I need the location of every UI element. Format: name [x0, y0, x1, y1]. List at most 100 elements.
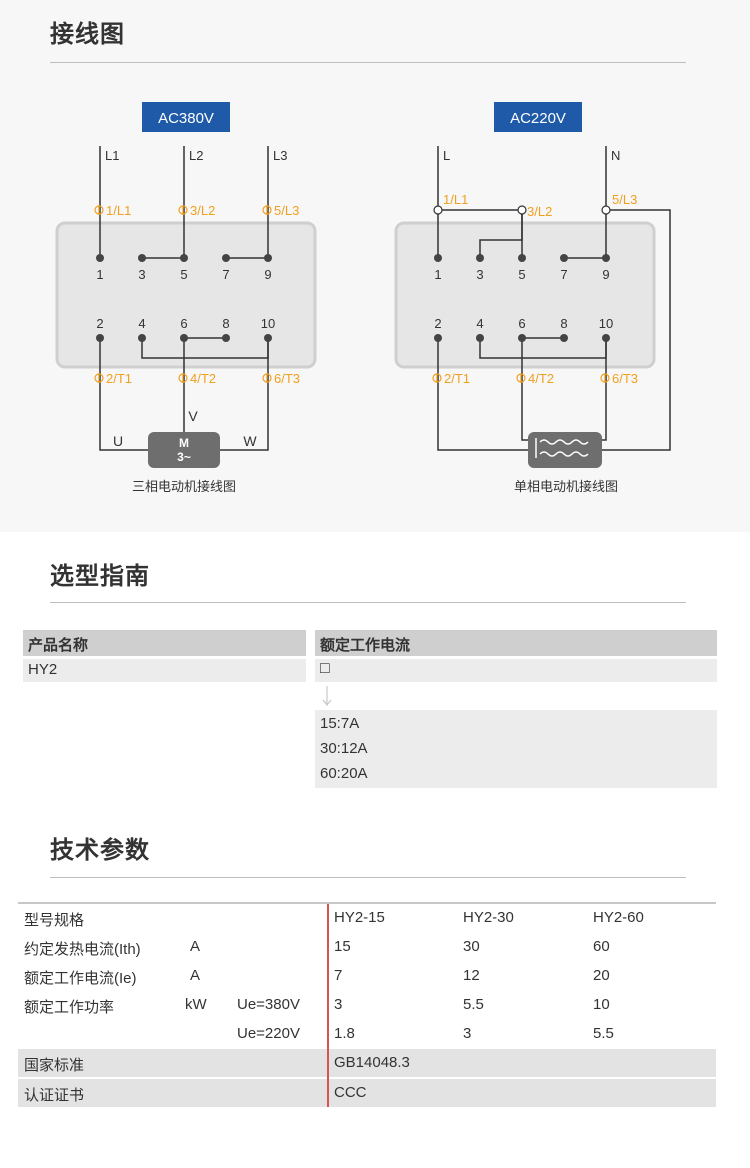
- voltage-badge: AC220V: [510, 110, 566, 127]
- table-row-bg: [23, 659, 306, 682]
- param-unit: A: [190, 938, 201, 955]
- param-value: 3: [463, 1025, 472, 1042]
- param-value: 60: [593, 938, 610, 955]
- motor-phase-label: 3~: [177, 450, 191, 464]
- terminal-number: 6: [518, 316, 525, 331]
- option-item: 30:12A: [320, 740, 368, 757]
- terminal-number: 1: [434, 267, 441, 282]
- terminal-number: 6: [180, 316, 187, 331]
- param-value: 15: [334, 938, 351, 955]
- param-value: GB14048.3: [334, 1054, 410, 1071]
- terminal-label: 2/T1: [106, 371, 132, 386]
- diagram-caption: 三相电动机接线图: [132, 479, 236, 494]
- table-row-bg: [315, 659, 717, 682]
- param-label: 国家标准: [24, 1057, 85, 1074]
- line-label-l1: L1: [105, 148, 119, 163]
- param-value: HY2-15: [334, 909, 385, 926]
- terminal-number: 2: [434, 316, 441, 331]
- wiring-section-title: 接线图: [50, 20, 125, 48]
- table-top-border: [18, 902, 716, 904]
- table-red-divider: [327, 904, 329, 1107]
- motor-block: [148, 432, 220, 468]
- terminal-label: 3/L2: [527, 204, 552, 219]
- param-label: 约定发热电流(Ith): [24, 941, 141, 958]
- terminal-number: 9: [264, 267, 271, 282]
- param-value: CCC: [334, 1084, 367, 1101]
- column-header-product: 产品名称: [28, 637, 89, 654]
- table-row-shade: [18, 1049, 716, 1077]
- section-divider: [50, 877, 686, 878]
- contactor-panel: [55, 221, 317, 369]
- param-label: 认证证书: [24, 1087, 85, 1104]
- terminal-number: 1: [96, 267, 103, 282]
- wiring-diagrams: AC380V L1 L2 L 3: [55, 102, 671, 494]
- options-box: [315, 710, 717, 788]
- line-label-l: L: [443, 148, 450, 163]
- single-phase-motor: [528, 432, 602, 468]
- terminal-number: 5: [180, 267, 187, 282]
- down-arrow-icon: [322, 686, 332, 706]
- table-row-shade: [18, 1079, 716, 1107]
- terminal-number: 9: [602, 267, 609, 282]
- param-condition: Ue=220V: [237, 1025, 300, 1042]
- param-value: 10: [593, 996, 610, 1013]
- voltage-badge: AC380V: [158, 110, 214, 127]
- terminal-label: 4/T2: [528, 371, 554, 386]
- line-label-n: N: [611, 148, 620, 163]
- terminal-number: 7: [222, 267, 229, 282]
- contactor-panel: [394, 221, 656, 369]
- param-value: 20: [593, 967, 610, 984]
- terminal-label: 5/L3: [274, 203, 299, 218]
- param-value: 5.5: [463, 996, 484, 1013]
- param-unit: kW: [185, 996, 207, 1013]
- terminal-number: 3: [138, 267, 145, 282]
- phase-label-u: U: [113, 433, 123, 449]
- param-label: 型号规格: [24, 912, 85, 929]
- terminal-label: 3/L2: [190, 203, 215, 218]
- param-value: 12: [463, 967, 480, 984]
- param-label: 额定工作功率: [24, 999, 115, 1016]
- terminal-number: 5: [518, 267, 525, 282]
- terminal-number: 10: [599, 316, 613, 331]
- section-divider: [50, 62, 686, 63]
- option-item: 60:20A: [320, 765, 368, 782]
- phase-label-w: W: [243, 433, 257, 449]
- single-phase-diagram: AC220V L N: [394, 102, 671, 494]
- terminal-number: 8: [560, 316, 567, 331]
- terminal-label: 6/T3: [612, 371, 638, 386]
- terminal-label: 4/T2: [190, 371, 216, 386]
- param-value: 3: [334, 996, 343, 1013]
- param-value: 5.5: [593, 1025, 614, 1042]
- voltage-badge-bg: [494, 102, 582, 132]
- terminal-number: 10: [261, 316, 275, 331]
- param-value: 7: [334, 967, 343, 984]
- motor-label: M: [179, 436, 189, 450]
- param-value: 30: [463, 938, 480, 955]
- product-name: HY2: [28, 661, 58, 678]
- terminal-number: 8: [222, 316, 229, 331]
- diagram-caption: 单相电动机接线图: [514, 479, 618, 494]
- terminal-label: 2/T1: [444, 371, 470, 386]
- param-label: 额定工作电流(Ie): [24, 970, 137, 987]
- line-label-l2: L2: [189, 148, 203, 163]
- terminal-label: 1/L1: [106, 203, 131, 218]
- section-divider: [50, 602, 686, 603]
- param-condition: Ue=380V: [237, 996, 300, 1013]
- option-item: 15:7A: [320, 715, 360, 732]
- param-unit: A: [190, 967, 201, 984]
- param-value: HY2-30: [463, 909, 514, 926]
- voltage-badge-bg: [142, 102, 230, 132]
- terminal-number: 2: [96, 316, 103, 331]
- params-section-title: 技术参数: [50, 836, 150, 864]
- column-header-current: 额定工作电流: [320, 637, 411, 654]
- code-placeholder-box: □: [320, 660, 330, 677]
- param-value: HY2-60: [593, 909, 644, 926]
- selection-section-title: 选型指南: [50, 562, 150, 590]
- terminal-number: 4: [476, 316, 483, 331]
- param-value: 1.8: [334, 1025, 355, 1042]
- terminal-number: 4: [138, 316, 145, 331]
- three-phase-diagram: AC380V L1 L2 L3: [55, 102, 317, 494]
- terminal-label: 5/L3: [612, 192, 637, 207]
- terminal-label: 1/L1: [443, 192, 468, 207]
- table-header-cell: [315, 630, 717, 656]
